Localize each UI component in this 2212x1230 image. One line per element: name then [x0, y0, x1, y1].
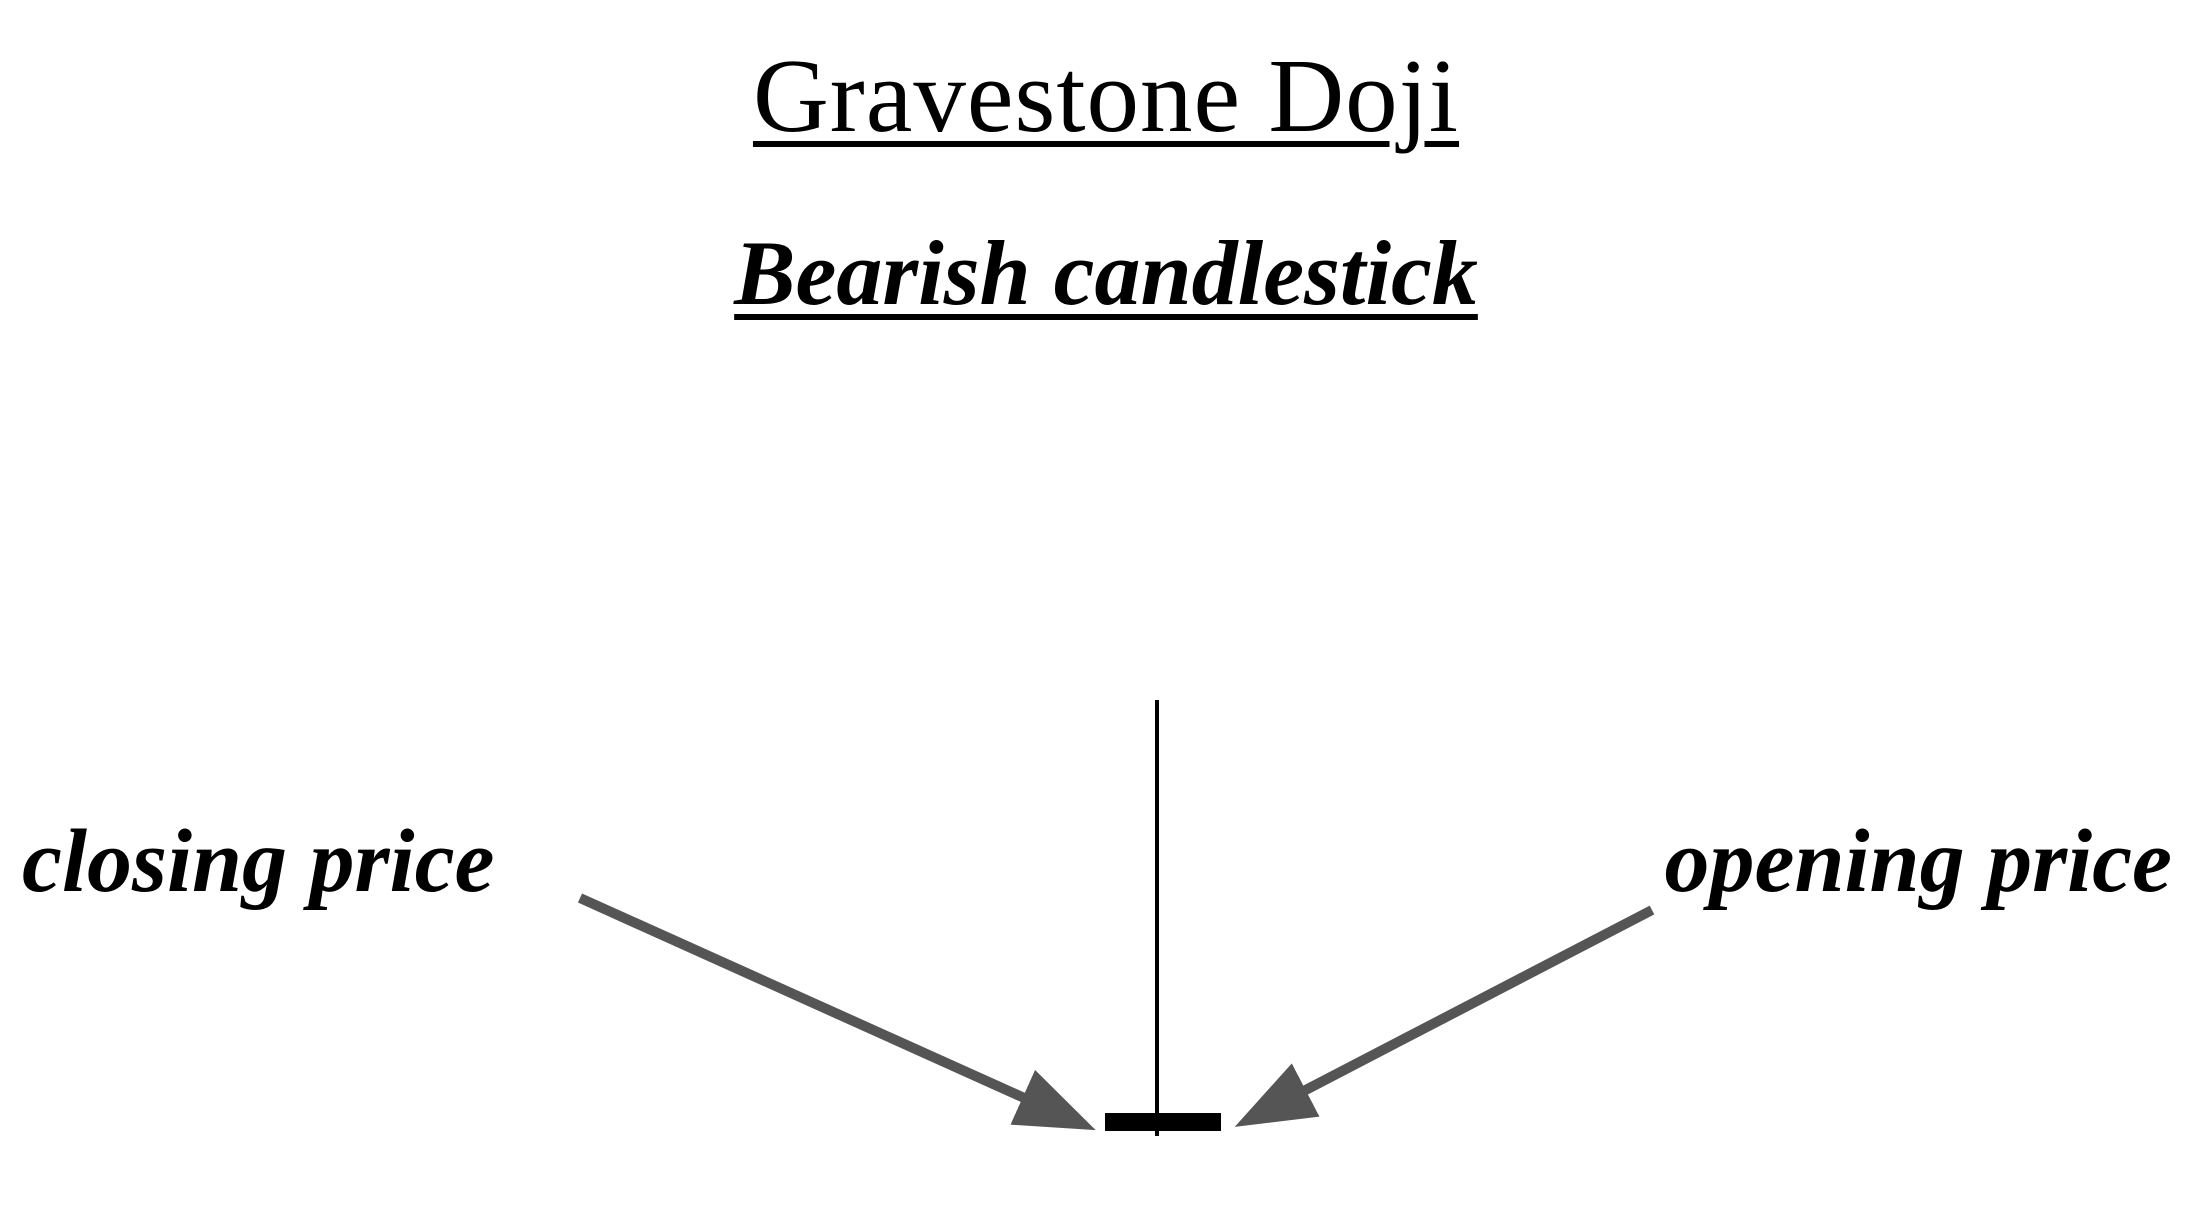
diagram-title: Gravestone Doji [752, 37, 1460, 154]
closing-price-label: closing price [22, 812, 495, 911]
opening-price-arrow [1234, 905, 1655, 1127]
doji-body [1105, 1113, 1221, 1131]
closing-price-arrow [577, 893, 1096, 1131]
opening-price-label: opening price [1664, 812, 2172, 911]
diagram-subtitle: Bearish candlestick [734, 222, 1478, 324]
